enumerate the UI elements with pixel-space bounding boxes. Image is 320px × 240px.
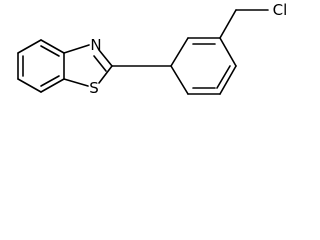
bond xyxy=(219,65,237,95)
chlorine-atom-label: Cl xyxy=(273,1,288,19)
bond xyxy=(63,78,89,87)
double-bond-inner xyxy=(216,65,231,89)
bond xyxy=(40,39,65,54)
double-bond-inner xyxy=(93,55,107,72)
bond xyxy=(170,37,189,67)
bond xyxy=(170,65,189,95)
double-bond-inner xyxy=(40,75,60,87)
bond xyxy=(63,44,90,54)
bond xyxy=(98,49,113,67)
bond xyxy=(219,9,237,39)
chemical-structure-diagram: N S Cl xyxy=(17,1,288,97)
bond xyxy=(17,39,42,54)
double-bond-inner xyxy=(40,45,60,57)
bond xyxy=(17,78,42,93)
bond xyxy=(219,37,237,67)
sulfur-atom-label: S xyxy=(89,79,99,97)
benzene-ring-left xyxy=(17,39,65,93)
bond xyxy=(40,78,65,93)
bond xyxy=(98,65,113,84)
benzene-ring-right xyxy=(170,37,237,95)
nitrogen-atom-label: N xyxy=(90,36,101,54)
thiazole-ring xyxy=(63,44,113,87)
